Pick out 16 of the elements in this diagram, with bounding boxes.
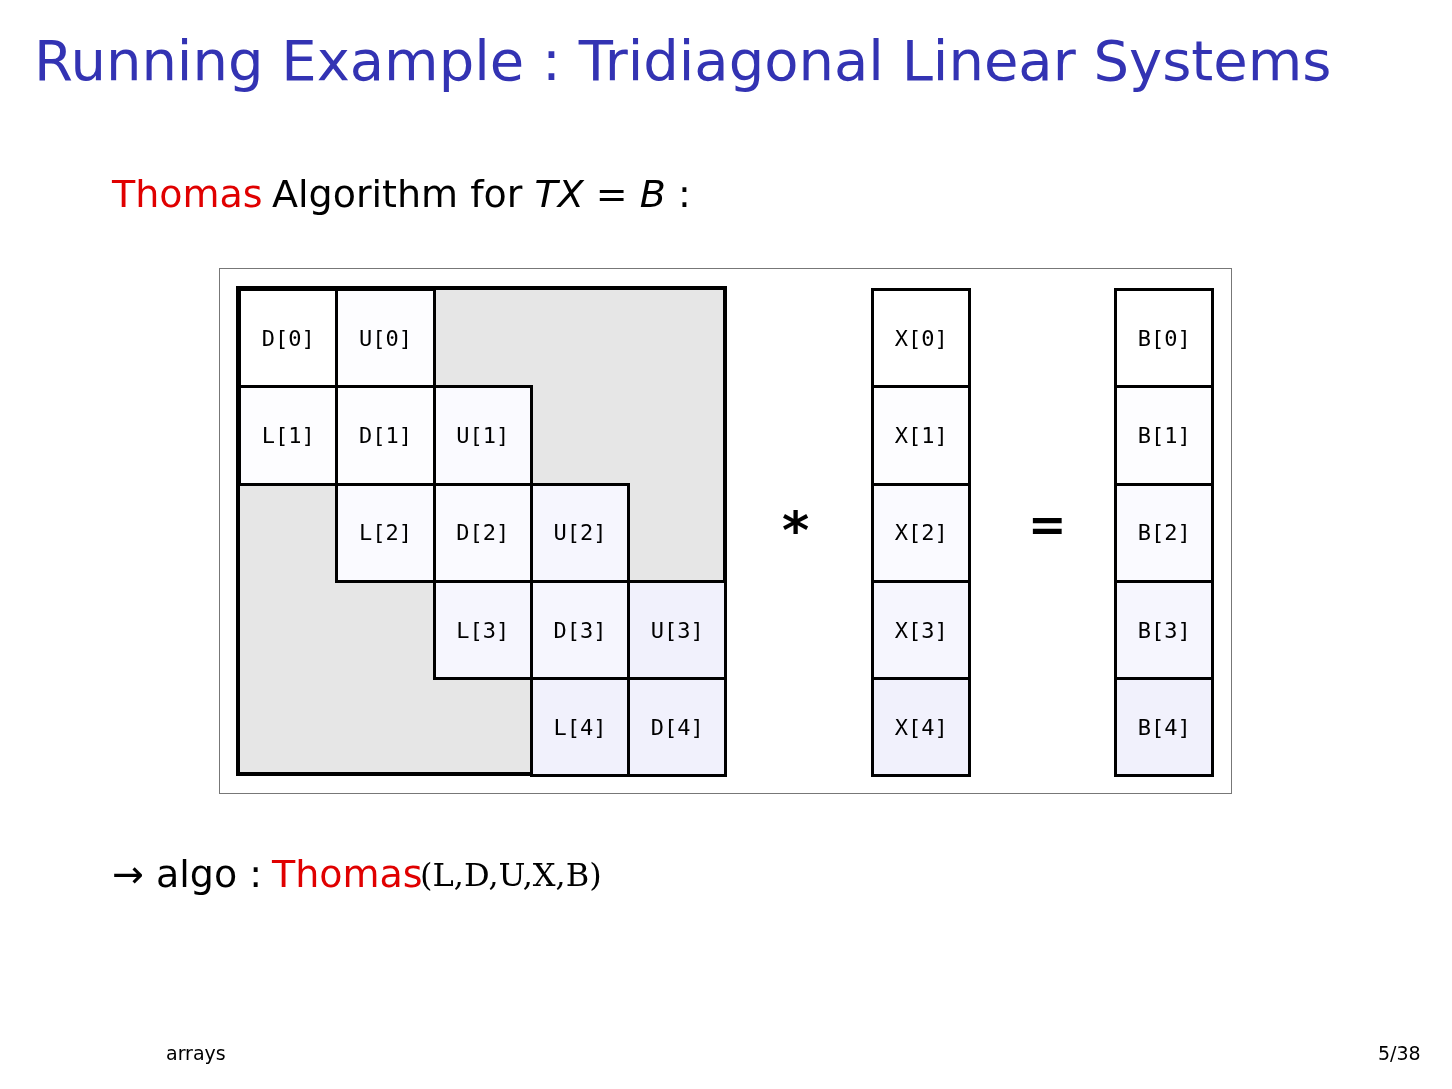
keyword-text: Thomas (272, 852, 423, 896)
matrix-cell: D[1] (335, 385, 436, 486)
matrix-cell: D[4] (627, 677, 728, 778)
matrix-cell: B[1] (1114, 385, 1215, 486)
footer-text: arrays (166, 1042, 226, 1064)
operator-symbol: = (1028, 498, 1067, 552)
body-text: → algo : (112, 852, 262, 896)
keyword-text: Thomas (112, 172, 263, 216)
page-number: 5/38 (1378, 1042, 1421, 1064)
slide-title: Running Example : Tridiagonal Linear Systems (34, 28, 1332, 93)
heading-text: Algorithm for TX = B : (272, 172, 691, 216)
code-text: (L,D,U,X,B) (420, 856, 602, 894)
matrix-cell: B[4] (1114, 677, 1215, 778)
matrix-cell: X[4] (871, 677, 972, 778)
matrix-cell: X[1] (871, 385, 972, 486)
operator-symbol: * (782, 500, 810, 560)
